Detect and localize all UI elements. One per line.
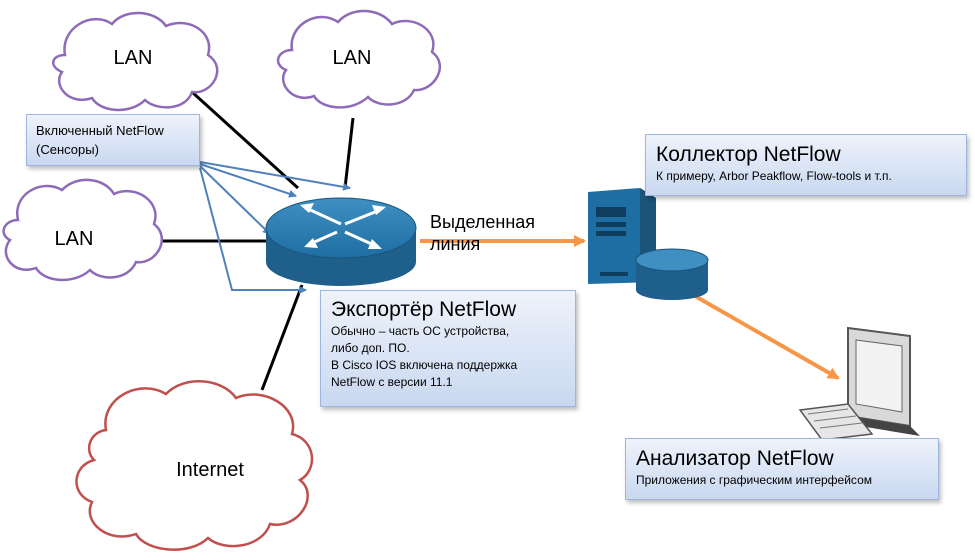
link-lan1-router xyxy=(190,90,300,190)
collector-title: Коллектор NetFlow xyxy=(656,143,841,166)
link-lan2-router xyxy=(343,117,355,189)
sensors-label-line1: Включенный NetFlow xyxy=(36,123,164,138)
collector-subtitle: К примеру, Arbor Peakflow, Flow-tools и … xyxy=(656,169,892,183)
exporter-line2: либо доп. ПО. xyxy=(331,341,410,355)
lan-cloud-1-label: LAN xyxy=(114,47,153,69)
sensor-arrows xyxy=(199,161,351,294)
analyzer-label-box: Анализатор NetFlow Приложения с графичес… xyxy=(625,438,939,500)
lan-cloud-2-label: LAN xyxy=(333,47,372,69)
lan-cloud-2: LAN xyxy=(276,9,442,109)
exporter-line4: NetFlow с версии 11.1 xyxy=(331,375,453,389)
sensor-arrow-4 xyxy=(199,167,307,294)
analyzer-title: Анализатор NetFlow xyxy=(636,447,834,470)
router-icon xyxy=(265,197,417,286)
sensor-arrow-3 xyxy=(199,165,271,235)
collector-label-box: Коллектор NetFlow К примеру, Arbor Peakf… xyxy=(645,134,967,196)
dedicated-link-label: Выделенная линия xyxy=(430,211,535,255)
dedicated-link-label-line2: линия xyxy=(430,234,481,254)
workstation-icon xyxy=(798,326,920,441)
analyzer-subtitle: Приложения с графическим интерфейсом xyxy=(636,473,872,487)
sensor-arrow-2 xyxy=(199,163,297,198)
dedicated-link-label-line1: Выделенная xyxy=(430,212,536,232)
lan-cloud-1: LAN xyxy=(52,11,219,112)
sensors-label-line2: (Сенсоры) xyxy=(36,142,99,157)
link-internet-router xyxy=(260,284,304,391)
exporter-title: Экспортёр NetFlow xyxy=(331,298,517,321)
sensors-label-box: Включенный NetFlow (Сенсоры) xyxy=(26,114,200,166)
lan-cloud-3-label: LAN xyxy=(55,228,94,250)
exporter-line1: Обычно – часть ОС устройства, xyxy=(331,324,510,338)
exporter-label-box: Экспортёр NetFlow Обычно – часть ОС устр… xyxy=(320,290,576,407)
lan-cloud-3: LAN xyxy=(2,178,164,282)
exporter-line3: В Cisco IOS включена поддержка xyxy=(331,358,518,372)
internet-cloud-label: Internet xyxy=(176,459,244,481)
internet-cloud: Internet xyxy=(75,380,314,551)
database-icon xyxy=(635,248,709,300)
sensor-arrow-1 xyxy=(199,161,351,191)
analyzer-link-arrow xyxy=(687,290,840,380)
